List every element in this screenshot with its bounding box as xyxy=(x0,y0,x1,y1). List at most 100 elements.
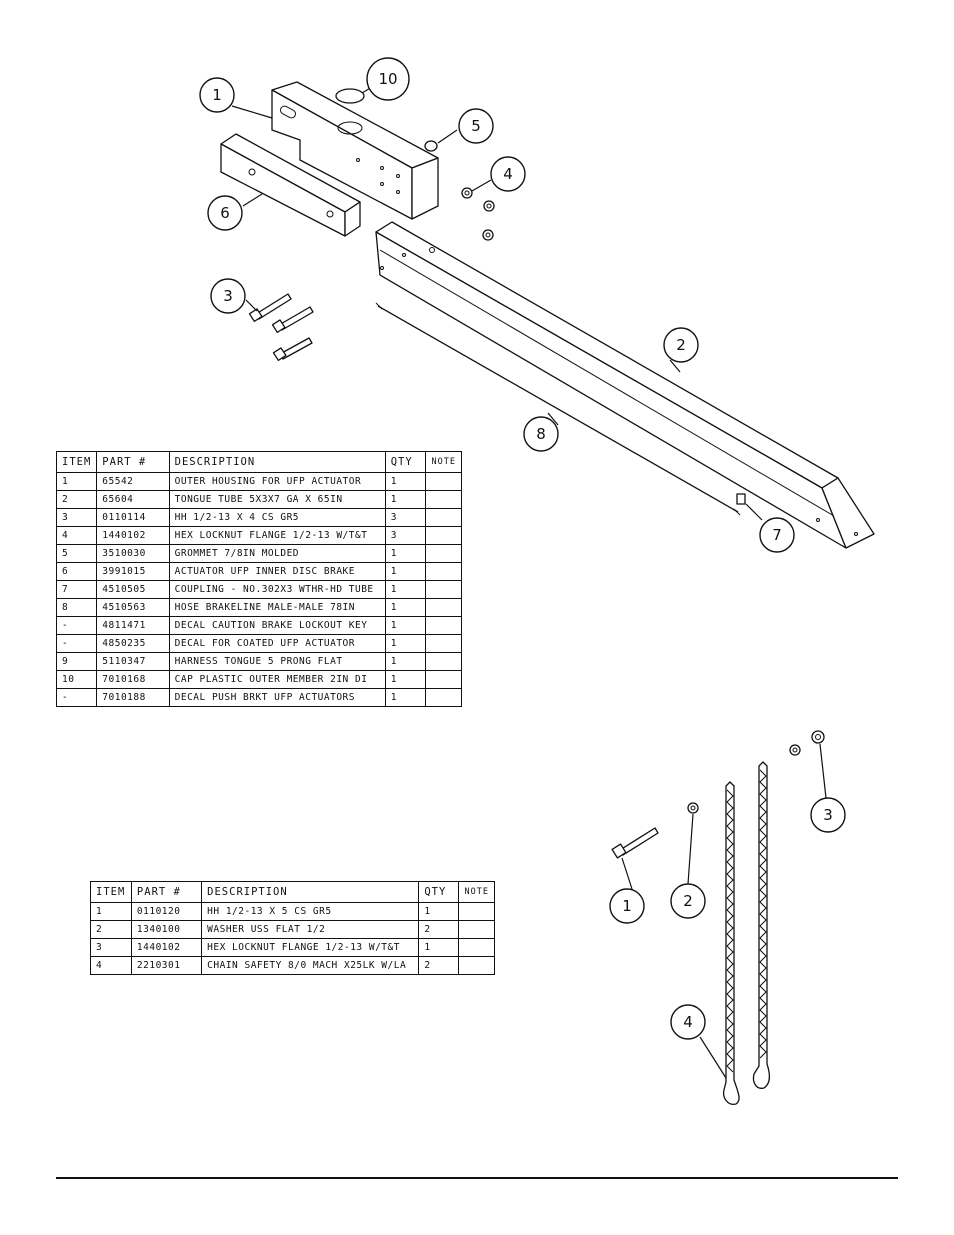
table-cell xyxy=(425,580,462,599)
svg-text:2: 2 xyxy=(676,336,686,354)
table-cell: OUTER HOUSING FOR UFP ACTUATOR xyxy=(168,472,386,491)
leader-lines-assembly1 xyxy=(231,86,763,521)
svg-text:5: 5 xyxy=(471,117,481,135)
callout-a2-2: 2 xyxy=(670,883,706,919)
callout-3: 3 xyxy=(210,278,246,314)
table-cell xyxy=(425,472,462,491)
table-cell: 1 xyxy=(384,472,427,491)
col-item: ITEM xyxy=(55,451,98,473)
table-cell: - xyxy=(55,616,98,635)
svg-text:6: 6 xyxy=(220,204,230,222)
table-cell: 4 xyxy=(90,956,132,975)
table-cell xyxy=(425,634,462,653)
outer-housing xyxy=(271,81,439,220)
table-cell: TONGUE TUBE 5X3X7 GA X 65IN xyxy=(168,490,386,509)
table-cell xyxy=(425,652,462,671)
table-cell: 65604 xyxy=(96,490,170,509)
table-cell: 2210301 xyxy=(130,956,203,975)
table-cell: 1 xyxy=(384,580,427,599)
table-cell: 4 xyxy=(55,526,98,545)
col-part: PART # xyxy=(130,881,203,903)
table-cell: 1 xyxy=(384,652,427,671)
table-cell: 1 xyxy=(55,472,98,491)
chain-locknut xyxy=(811,730,825,744)
table-cell: 1440102 xyxy=(130,938,203,957)
table-cell: 7010168 xyxy=(96,670,170,689)
table-cell xyxy=(458,920,495,939)
table-cell: 2 xyxy=(90,920,132,939)
svg-text:1: 1 xyxy=(622,897,632,915)
table-cell: 65542 xyxy=(96,472,170,491)
chain-bolt xyxy=(611,827,659,859)
table-cell: 7010188 xyxy=(96,688,170,707)
table-cell: 7 xyxy=(55,580,98,599)
col-qty: QTY xyxy=(384,451,427,473)
callout-5: 5 xyxy=(458,108,494,144)
svg-text:10: 10 xyxy=(378,70,397,88)
table-cell: 1 xyxy=(384,544,427,563)
table-cell: 1 xyxy=(90,902,132,921)
table-cell: 2 xyxy=(418,920,460,939)
safety-chain-left xyxy=(722,781,740,1105)
plastic-cap xyxy=(335,88,365,104)
leader-lines-assembly2 xyxy=(621,743,827,1079)
table-cell xyxy=(425,490,462,509)
table-cell: 1340100 xyxy=(130,920,203,939)
svg-text:4: 4 xyxy=(503,165,513,183)
callout-4: 4 xyxy=(490,156,526,192)
table-cell: 1440102 xyxy=(96,526,170,545)
callout-a2-1: 1 xyxy=(609,888,645,924)
table-cell xyxy=(458,956,495,975)
table-cell: 6 xyxy=(55,562,98,581)
table-header-row: ITEM PART # DESCRIPTION QTY NOTE xyxy=(55,451,462,473)
table-cell: HARNESS TONGUE 5 PRONG FLAT xyxy=(168,652,386,671)
table-cell: 1 xyxy=(384,562,427,581)
table-cell xyxy=(425,526,462,545)
table-cell: - xyxy=(55,688,98,707)
table-cell xyxy=(425,598,462,617)
footer-rule xyxy=(56,1177,898,1179)
table-cell: 3 xyxy=(90,938,132,957)
table-cell: 2 xyxy=(55,490,98,509)
table-cell: 5 xyxy=(55,544,98,563)
table-cell: GROMMET 7/8IN MOLDED xyxy=(168,544,386,563)
svg-text:2: 2 xyxy=(683,892,693,910)
col-description: DESCRIPTION xyxy=(201,881,420,903)
callout-8: 8 xyxy=(523,416,559,452)
table-cell xyxy=(425,544,462,563)
svg-text:3: 3 xyxy=(223,287,233,305)
table-cell: 1 xyxy=(384,598,427,617)
table-cell: 3 xyxy=(384,508,427,527)
table-cell: 3510030 xyxy=(96,544,170,563)
table-cell: 10 xyxy=(55,670,98,689)
table-cell: 3 xyxy=(384,526,427,545)
callout-a2-3: 3 xyxy=(810,797,846,833)
svg-text:4: 4 xyxy=(683,1013,693,1031)
table-cell: 9 xyxy=(55,652,98,671)
table-cell: DECAL FOR COATED UFP ACTUATOR xyxy=(168,634,386,653)
table-cell: 5110347 xyxy=(96,652,170,671)
table-cell: 3 xyxy=(55,508,98,527)
table-cell xyxy=(425,688,462,707)
grommet xyxy=(424,140,438,152)
table-cell: HOSE BRAKELINE MALE-MALE 78IN xyxy=(168,598,386,617)
table-cell: DECAL CAUTION BRAKE LOCKOUT KEY xyxy=(168,616,386,635)
table-cell: HH 1/2-13 X 4 CS GR5 xyxy=(168,508,386,527)
coupling xyxy=(736,493,746,505)
col-note: NOTE xyxy=(425,451,462,473)
table-cell: 4510563 xyxy=(96,598,170,617)
col-item: ITEM xyxy=(90,881,132,903)
table-header-row: ITEM PART # DESCRIPTION QTY NOTE xyxy=(90,881,495,903)
